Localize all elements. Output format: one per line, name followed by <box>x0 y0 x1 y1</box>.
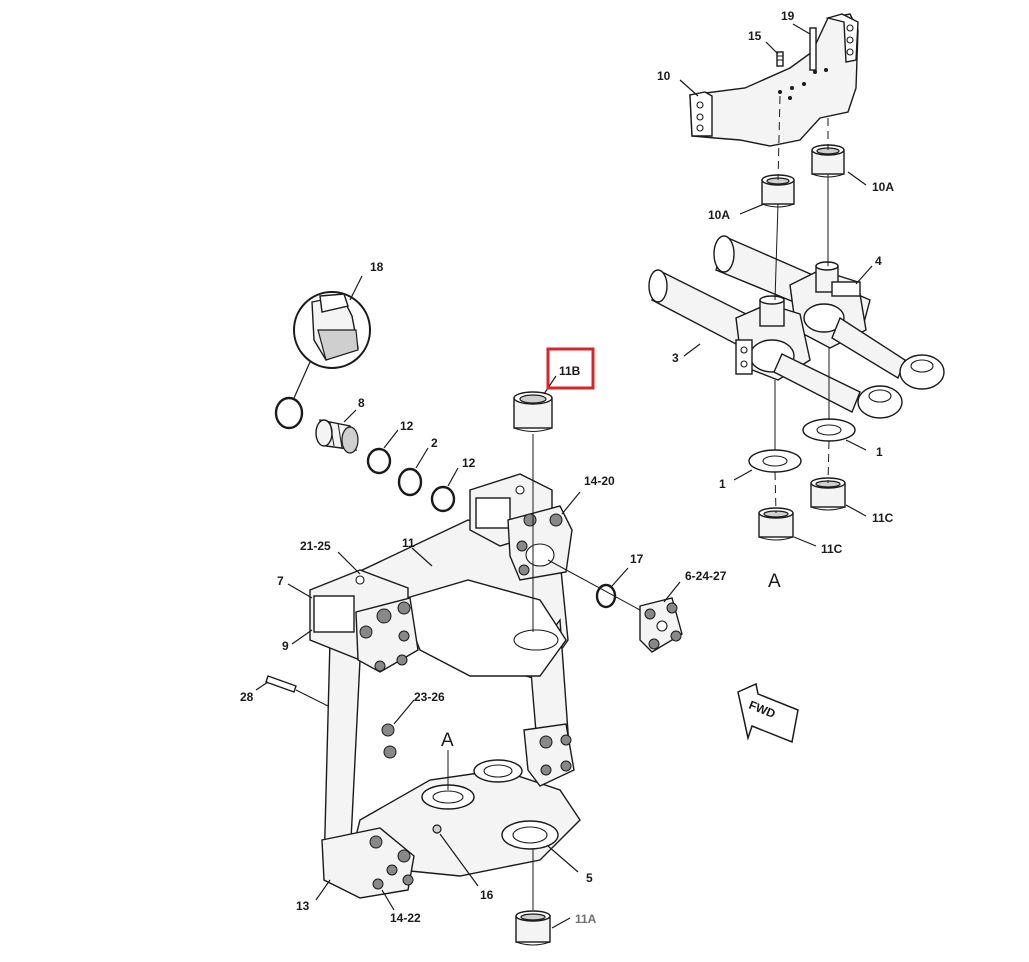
axis-line <box>295 689 329 707</box>
seal-part-8 <box>315 419 359 454</box>
cylinder-part-4 <box>713 235 945 390</box>
o-ring-12-upper <box>366 447 392 475</box>
axis-line <box>774 203 779 301</box>
callout-2: 2 <box>431 436 438 450</box>
callout-23-26: 23-26 <box>414 690 445 704</box>
callout-28: 28 <box>240 690 254 704</box>
callout-7: 7 <box>277 574 284 588</box>
callout-19: 19 <box>781 9 795 23</box>
grease-fitting-15 <box>776 51 784 67</box>
callout-16: 16 <box>480 888 494 902</box>
leader-lines <box>255 23 873 929</box>
axis-line <box>827 440 830 484</box>
seal-detail-18 <box>293 291 371 369</box>
callout-11: 11 <box>402 536 415 550</box>
callout-1-right: 1 <box>876 445 883 459</box>
callout-1-left: 1 <box>719 477 726 491</box>
forward-arrow-icon: FWD <box>737 682 799 744</box>
callout-12-upper: 12 <box>400 419 414 433</box>
axis-line <box>774 471 777 514</box>
washer-1-left <box>748 449 802 473</box>
callout-14-20: 14-20 <box>584 474 615 488</box>
bushing-11C-right <box>810 477 846 511</box>
cylinder-part-3 <box>648 269 903 419</box>
callout-17: 17 <box>630 552 644 566</box>
washer-1-right <box>802 418 856 442</box>
callout-A-center: A <box>441 730 454 751</box>
callout-18: 18 <box>370 260 384 274</box>
bracket-part-10 <box>689 13 859 147</box>
callout-21-25: 21-25 <box>300 539 331 553</box>
callout-14-22: 14-22 <box>390 911 421 925</box>
callout-6-24-27: 6-24-27 <box>685 569 727 583</box>
cover-plate-6-24-27 <box>639 597 683 653</box>
bushing-11A <box>515 910 551 946</box>
callout-10A-left: 10A <box>708 208 730 222</box>
callout-11C-left: 11C <box>821 542 843 556</box>
callout-4: 4 <box>875 254 882 268</box>
callout-11B: 11B <box>559 364 581 378</box>
callout-15: 15 <box>748 29 762 43</box>
callout-5: 5 <box>586 871 593 885</box>
o-ring-12-lower <box>430 485 456 513</box>
callout-10: 10 <box>657 69 671 83</box>
highlight-box-11B <box>546 347 595 390</box>
callout-11C-right: 11C <box>872 511 894 525</box>
callout-12-lower: 12 <box>462 456 476 470</box>
frame-part-11 <box>309 473 581 899</box>
pin-28 <box>265 675 297 693</box>
callout-A-right: A <box>768 571 781 592</box>
pin-19 <box>809 27 817 71</box>
o-ring-2 <box>397 467 423 497</box>
callout-8: 8 <box>358 396 365 410</box>
o-ring-large <box>274 396 304 430</box>
bushing-11B <box>513 391 553 432</box>
axis-line <box>547 559 641 611</box>
callout-9: 9 <box>282 639 289 653</box>
callout-3: 3 <box>672 351 679 365</box>
axis-line <box>777 95 781 181</box>
callout-13: 13 <box>296 899 310 913</box>
callout-10A-right: 10A <box>872 180 894 194</box>
callout-11A: 11A <box>575 912 597 926</box>
